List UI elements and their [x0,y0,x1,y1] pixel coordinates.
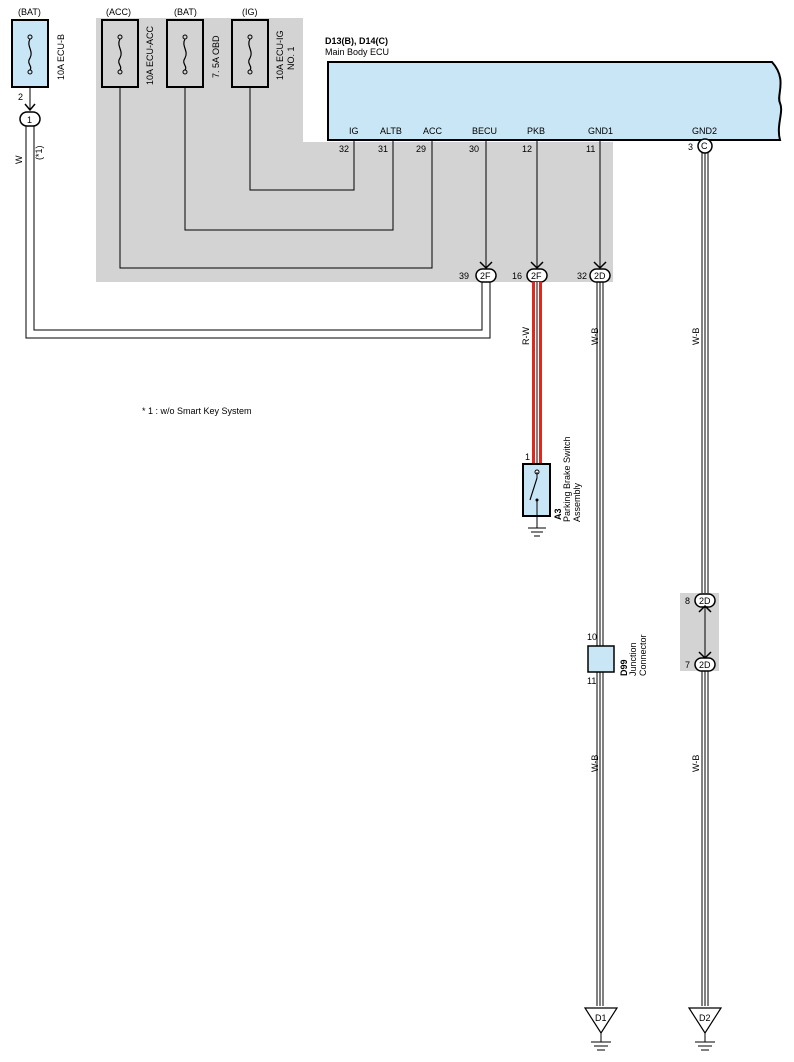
ground-label: D1 [595,1013,607,1023]
switch-name: Parking Brake Switch [562,436,572,522]
connector-id: 2F [480,271,491,281]
fuse-source-label: (IG) [242,7,258,17]
connector-number: 7 [685,660,690,670]
ground-label: D2 [699,1013,711,1023]
connector-number: 32 [577,271,587,281]
ecu-pin-label: PKB [527,126,545,136]
ecu-pin-number: 11 [586,144,595,154]
splice-connector-1 [19,111,41,127]
connector-id: 2F [531,271,542,281]
switch-name-line2: Assembly [572,482,582,522]
junction-pin-bottom: 11 [587,676,596,686]
ecu-pin-label: GND2 [692,126,717,136]
fuse-source-label: (BAT) [174,7,197,17]
connector-2d-7: 7 2D [685,657,716,672]
connector-2f-16: 16 2F [512,268,548,283]
connector-2d-32: 32 2D [577,268,611,283]
parking-brake-switch: 1 A3 Parking Brake Switch Assembly [522,436,582,537]
fuse-pin-number: 2 [18,92,23,102]
wire-acc [119,87,433,269]
fuse-ecu-b: (BAT) 10A ECU-B [11,7,66,88]
fuse-name: 10A ECU-IG [275,30,285,80]
junction-ref: D99 [619,659,629,676]
ecu-pin-label: GND1 [588,126,613,136]
wire-note: (*1) [34,145,44,160]
junction-pin-top: 10 [587,632,597,642]
wire-ig [249,87,355,191]
junction-name-line2: Connector [638,634,648,676]
wire-color-wb: W-B [691,755,701,772]
gnd2-connector-label: C [701,141,708,151]
fuse-name: 10A ECU-B [56,34,66,80]
fuse-name: 10A ECU-ACC [145,25,155,85]
fuse-source-label: (ACC) [106,7,131,17]
ecu-pin-number: 32 [339,144,349,154]
fuse-ecu-acc: (ACC) 10A ECU-ACC [101,7,155,88]
ecu-pin-label: BECU [472,126,497,136]
connector-id: 2D [699,660,711,670]
footnote: * 1 : w/o Smart Key System [142,406,252,416]
ecu-reference: D13(B), D14(C) [325,36,388,46]
junction-name: Junction [628,642,638,676]
ecu-pin-label: ACC [423,126,443,136]
wire-pkb-red [532,282,542,464]
connector-number: 39 [459,271,469,281]
ecu-pin-number: 12 [522,144,532,154]
switch-ref: A3 [553,508,563,520]
connector-2d-8: 8 2D [685,593,716,608]
junction-connector: 10 11 D99 Junction Connector [587,632,648,686]
ecu-name: Main Body ECU [325,47,389,57]
wire-altb [184,87,394,231]
fuse-name: 7. 5A OBD [211,35,221,78]
wire-color-wb: W-B [590,755,600,772]
wire-color-rw: R-W [521,327,531,345]
ecu-pin-label: IG [349,126,359,136]
ecu-pin-number: 31 [378,144,388,154]
connector-number: 8 [685,596,690,606]
main-body-ecu: D13(B), D14(C) Main Body ECU IG ALTB ACC… [325,36,783,154]
connector-2f-39: 39 2F [459,268,497,283]
wire-color-wb: W-B [590,328,600,345]
switch-pin: 1 [525,452,530,462]
fuse-source-label: (BAT) [18,7,41,17]
ecu-pin-number: 30 [469,144,479,154]
connector-id: 2D [699,596,711,606]
fuse-name-line2: NO. 1 [286,46,296,70]
splice-label: 1 [27,115,32,125]
wire-color-w: W [14,155,24,164]
connector-number: 16 [512,271,522,281]
ecu-pin-number: 29 [416,144,426,154]
ecu-pin-label: ALTB [380,126,402,136]
ecu-pin-number: 3 [688,142,693,152]
wire-color-wb: W-B [691,328,701,345]
connector-id: 2D [594,271,606,281]
ground-d2: D2 [687,1007,723,1051]
ground-d1: D1 [583,1007,619,1051]
